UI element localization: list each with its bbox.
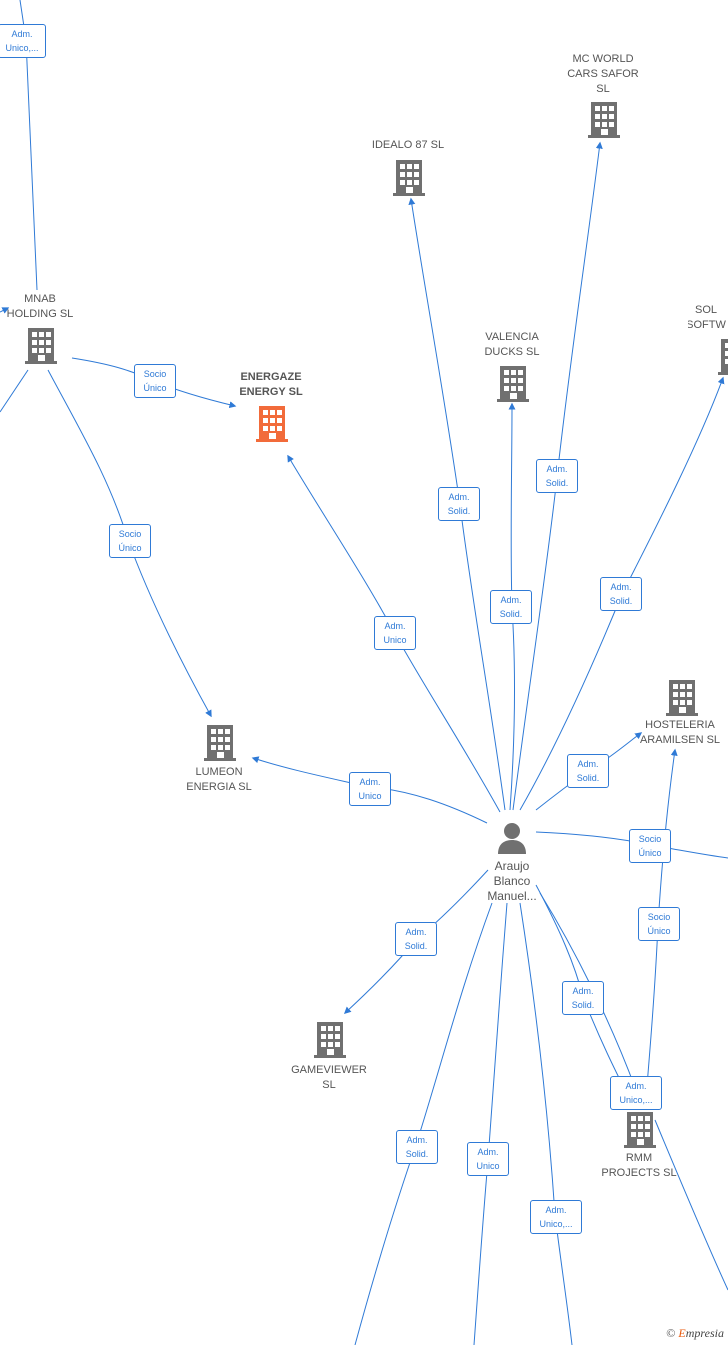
edge-label-sol-adm[interactable]: Adm. Solid. [600,577,642,611]
node-label-araujo: Araujo Blanco Manuel... [487,859,537,903]
edge-label-top-left[interactable]: Adm. Unico,... [0,24,46,58]
node-energaze[interactable]: ENERGAZE ENERGY SL [216,370,326,445]
node-label-rmm: RMM PROJECTS SL [601,1152,677,1179]
edge-label-mnab-lumeon[interactable]: Socio Único [109,524,151,558]
person-icon [498,823,526,854]
node-mnab[interactable]: MNAB HOLDING SL [0,292,95,372]
building-icon [393,160,425,196]
node-sol[interactable]: SOL SOFTW [688,303,728,378]
building-icon [204,725,236,761]
building-icon [497,366,529,402]
node-label-mnab: MNAB HOLDING SL [6,293,74,320]
edge-araujo-bottom-mid [473,902,508,1345]
edge-araujo-bottom-left [354,902,493,1345]
edge-label-bottom-left-adm[interactable]: Adm. Solid. [396,1130,438,1164]
edge-mnab-left-down [0,369,29,413]
edge-mnab-left-top [0,307,10,314]
node-label-sol: SOL SOFTW [688,304,726,331]
node-valencia[interactable]: VALENCIA DUCKS SL [457,330,567,405]
edge-label-valencia-adm[interactable]: Adm. Solid. [490,590,532,624]
node-lumeon[interactable]: LUMEON ENERGIA SL [164,725,274,800]
edge-label-hosteleria-socio[interactable]: Socio Único [638,907,680,941]
edge-label-bottom-right-adm[interactable]: Adm. Unico,... [530,1200,582,1234]
node-gameviewer[interactable]: GAMEVIEWER SL [274,1022,384,1097]
copyright-symbol: © [666,1326,676,1340]
edge-label-mcworld-adm[interactable]: Adm. Solid. [536,459,578,493]
edge-rmm-bottomright [654,1119,728,1291]
edge-label-gameviewer-adm[interactable]: Adm. Solid. [395,922,437,956]
building-icon [624,1112,656,1148]
node-mcworld[interactable]: MC WORLD CARS SAFOR SL [548,52,658,142]
brand-initial: E [678,1326,686,1340]
node-rmm[interactable]: RMM PROJECTS SL [584,1112,694,1187]
edge-label-mnab-energaze[interactable]: Socio Único [134,364,176,398]
node-idealo[interactable]: IDEALO 87 SL [353,138,463,198]
edge-label-hosteleria-adm[interactable]: Adm. Solid. [567,754,609,788]
building-icon [718,339,728,375]
building-icon [666,680,698,716]
edge-label-right-socio[interactable]: Socio Único [629,829,671,863]
node-label-valencia: VALENCIA DUCKS SL [484,331,540,358]
node-araujo[interactable]: Araujo Blanco Manuel... [457,822,567,907]
building-icon [314,1022,346,1058]
node-label-idealo: IDEALO 87 SL [371,139,445,151]
node-label-hosteleria: HOSTELERIA ARAMILSEN SL [639,719,721,746]
edge-araujo-bottom-right [519,902,573,1345]
brand-name: mpresia [685,1326,724,1340]
node-label-lumeon: LUMEON ENERGIA SL [186,766,252,793]
node-label-mcworld: MC WORLD CARS SAFOR SL [567,53,639,95]
edge-label-lumeon-adm[interactable]: Adm. Unico [349,772,391,806]
building-icon [588,102,620,138]
edge-label-bottom-mid-adm[interactable]: Adm. Unico [467,1142,509,1176]
copyright-footer: © Empresia [666,1326,724,1341]
node-label-gameviewer: GAMEVIEWER SL [291,1064,367,1091]
edge-label-rmm-adm-unico[interactable]: Adm. Unico,... [610,1076,662,1110]
node-hosteleria[interactable]: HOSTELERIA ARAMILSEN SL [625,680,728,755]
building-icon [25,328,57,364]
edge-label-rmm-adm-solid[interactable]: Adm. Solid. [562,981,604,1015]
edge-label-energaze-adm[interactable]: Adm. Unico [374,616,416,650]
node-label-energaze: ENERGAZE ENERGY SL [239,371,303,398]
building-icon [256,406,288,442]
edge-label-idealo-adm[interactable]: Adm. Solid. [438,487,480,521]
